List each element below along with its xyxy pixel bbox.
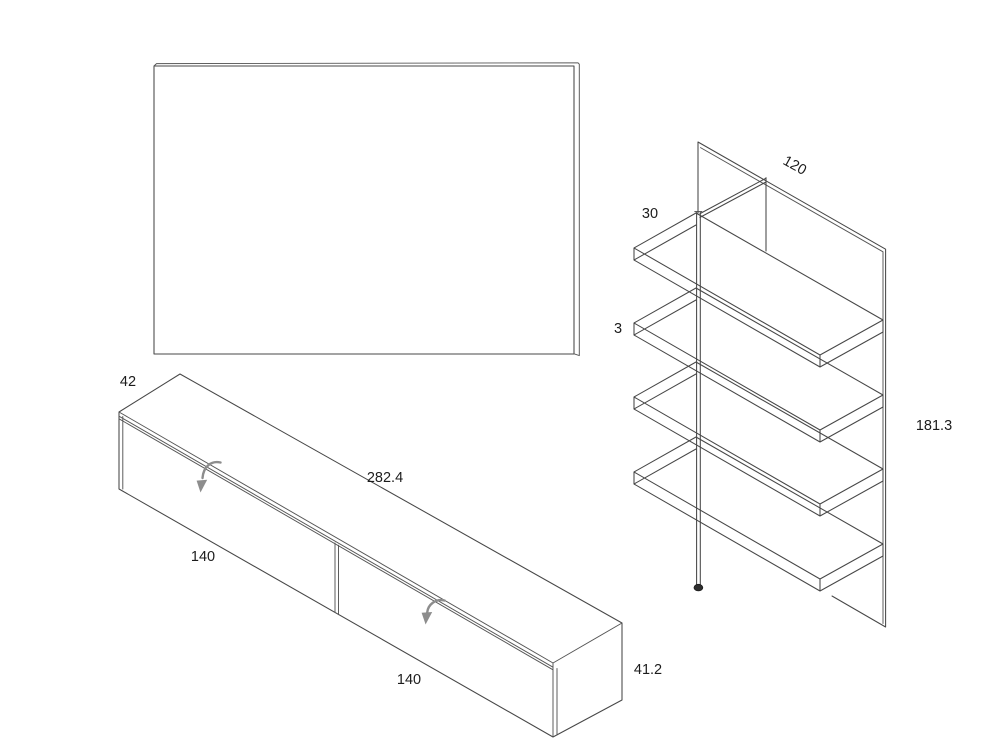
door-open-arrow-left: [196, 460, 222, 493]
door-open-arrow-right-head: [421, 612, 433, 625]
label-shelf-thickness: 3: [614, 321, 622, 337]
top-rail: [699, 177, 767, 252]
shelf-3: [633, 361, 884, 517]
label-cabinet-width: 282.4: [367, 470, 403, 486]
cabinet-edge-lines: [118, 411, 623, 738]
shelf-back-panel-edge-lines: [700, 147, 884, 624]
label-shelf-depth: 30: [642, 206, 658, 222]
wall-panel: [153, 62, 580, 357]
dimension-labels: 42 282.4 140 140 41.2 120 30 3 181.3: [120, 153, 952, 688]
tv-cabinet: [118, 373, 623, 738]
door-open-arrow-left-head: [196, 479, 208, 493]
door-open-arrow-right: [421, 598, 446, 625]
label-left-door-width: 140: [191, 549, 215, 565]
cabinet-outline: [118, 373, 623, 738]
shelf-1: [633, 212, 884, 368]
wall-panel-edge-detail: [153, 62, 580, 357]
wall-panel-face: [153, 65, 575, 355]
shelf-2: [633, 287, 884, 443]
shelf-back-panel-outline: [697, 141, 887, 628]
door-open-arrow-left-arc: [201, 460, 222, 480]
shelf-4: [633, 436, 884, 592]
door-divider-line: [334, 542, 339, 616]
label-shelf-unit-height: 181.3: [916, 418, 952, 434]
label-cabinet-height: 41.2: [634, 662, 662, 678]
label-cabinet-depth: 42: [120, 374, 136, 390]
shelf-unit: [633, 141, 887, 628]
pole-foot: [693, 583, 704, 592]
label-right-door-width: 140: [397, 672, 421, 688]
door-open-arrow-right-arc: [426, 598, 446, 614]
support-pole: [693, 211, 704, 592]
label-shelf-unit-width: 120: [780, 153, 809, 179]
support-pole-lines: [694, 211, 703, 586]
